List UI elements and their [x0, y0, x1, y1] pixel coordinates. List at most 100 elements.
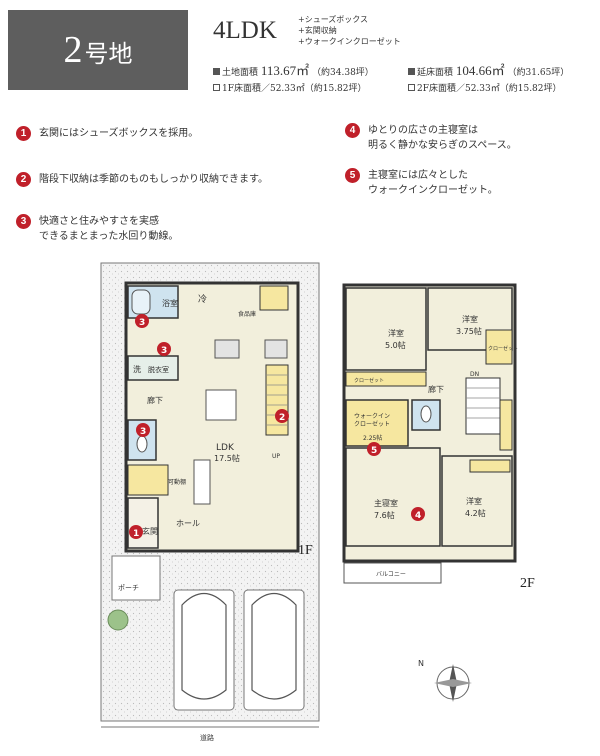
point-2: 2 階段下収納は季節のものもしっかり収納できます。	[16, 172, 268, 187]
feature-item: +ウォークインクローゼット	[298, 37, 401, 46]
dining-table	[205, 389, 237, 421]
land-area-label: 土地面積	[222, 68, 259, 78]
ldk-label: LDK	[216, 443, 235, 453]
floor-area-value: 104.66㎡	[455, 63, 505, 78]
point-text: ゆとりの広さの主寝室は 明るく静かな安らぎのスペース。	[368, 125, 517, 151]
floor-area-label: 延床面積	[417, 68, 454, 78]
entrance-label: 玄関	[142, 526, 158, 536]
point-5: 5 主寝室には広々とした ウォークインクローゼット。	[345, 168, 498, 198]
entrance-hall-label: ホール	[176, 519, 200, 528]
land-area: 土地面積 113.67㎡ （約34.38坪）	[213, 60, 374, 79]
western-room-1	[345, 287, 427, 371]
marker-icon: 4	[345, 123, 360, 138]
wash-label: 洗	[133, 364, 141, 374]
ldk-size-label: 17.5帖	[214, 453, 240, 463]
toilet-icon	[420, 405, 432, 423]
closet-2	[485, 329, 513, 365]
compass-north: N	[418, 659, 424, 668]
square-bullet-icon	[213, 68, 220, 75]
floor2-label: 2F	[520, 576, 535, 591]
sofa	[193, 459, 211, 505]
plan-type: 4LDK	[213, 17, 277, 44]
marker-3-toilet	[136, 423, 150, 437]
western2-label: 洋室	[462, 314, 478, 324]
square-outline-icon	[213, 84, 220, 91]
marker-number: 3	[139, 318, 145, 328]
wash-room	[127, 355, 179, 381]
road-label: 道路	[200, 733, 214, 742]
feature-item: +玄関収納	[298, 26, 337, 35]
tree-icon	[107, 609, 129, 631]
land-area-value: 113.67㎡	[260, 63, 310, 78]
point-text: 快適さと住みやすさを実感 できるまとまった水回り動線。	[39, 216, 179, 242]
marker-3-bath	[135, 314, 149, 328]
closet-3	[469, 459, 511, 473]
marker-number: 1	[133, 529, 139, 539]
lot-number-badge: 2 号地	[8, 10, 188, 90]
wic-size: 2.25帖	[363, 434, 382, 442]
western1-size: 5.0帖	[385, 340, 406, 350]
kitchen-sink	[264, 339, 288, 359]
toilet-icon	[136, 435, 148, 453]
balcony-label: バルコニー	[376, 571, 406, 578]
wic-label: ウォークインクローゼット	[354, 412, 390, 428]
feature-item: +シューズボックス	[298, 15, 369, 24]
stairs-lines	[466, 387, 500, 419]
stairs-2f	[465, 377, 501, 435]
marker-number: 5	[371, 446, 377, 456]
closet-1	[345, 371, 427, 387]
marker-5-wic	[367, 442, 381, 456]
point-text: 主寝室には広々とした ウォークインクローゼット。	[368, 170, 498, 196]
pantry	[259, 285, 289, 311]
balcony	[343, 562, 442, 584]
bathtub	[131, 289, 151, 315]
marker-1-entrance	[129, 525, 143, 539]
point-text: 玄関にはシューズボックスを採用。	[39, 128, 199, 139]
compass-icon: N	[418, 659, 472, 702]
second-floor-area: 2F床面積／52.33㎡（約15.82坪）	[408, 81, 562, 94]
entrance-storage	[127, 464, 169, 496]
floor1-label: 1F	[298, 543, 313, 558]
western1-label: 洋室	[388, 328, 404, 338]
marker-number: 3	[161, 346, 167, 356]
walk-in-closet	[345, 399, 409, 447]
point-4: 4 ゆとりの広さの主寝室は 明るく静かな安らぎのスペース。	[345, 123, 517, 153]
master-label: 主寝室	[374, 498, 398, 508]
stairs-storage	[265, 364, 289, 436]
marker-icon: 5	[345, 168, 360, 183]
porch-label: ポーチ	[118, 584, 139, 592]
marker-4-master	[411, 507, 425, 521]
stairs-dn-label: DN	[470, 371, 479, 378]
marker-number: 4	[415, 511, 421, 521]
car-icon	[251, 592, 297, 700]
master-bedroom	[345, 447, 441, 547]
dressing-label: 脱衣室	[148, 365, 169, 374]
hall2-label: 廊下	[428, 384, 444, 394]
square-outline-icon	[408, 84, 415, 91]
square-bullet-icon	[408, 68, 415, 75]
western3-size: 4.2帖	[465, 508, 486, 518]
marker-number: 3	[140, 427, 146, 437]
bath-label: 浴室	[162, 298, 178, 308]
western2-size: 3.75帖	[456, 326, 482, 336]
car-icon	[181, 592, 227, 700]
floor1-markers: 3 3 3 2 1	[129, 314, 289, 539]
point-text: 階段下収納は季節のものもしっかり収納できます。	[39, 174, 268, 185]
marker-3-wash	[157, 342, 171, 356]
floor-area-tsubo: （約31.65坪）	[507, 68, 570, 78]
closet-label: クローゼット	[488, 345, 518, 352]
marker-icon: 1	[16, 126, 31, 141]
fridge-label: 冷	[198, 293, 207, 305]
point-3: 3 快適さと住みやすさを実感 できるまとまった水回り動線。	[16, 214, 178, 244]
entrance-room	[127, 497, 159, 549]
western3-label: 洋室	[466, 496, 482, 506]
kitchen-counter	[214, 339, 240, 359]
hall-label: 廊下	[147, 395, 163, 405]
land-area-tsubo: （約34.38坪）	[312, 68, 374, 78]
lot-suffix: 号地	[84, 40, 133, 68]
shelf-2f	[499, 399, 513, 451]
pantry-label: 食品庫	[238, 310, 256, 318]
porch	[111, 555, 161, 601]
marker-number: 2	[279, 413, 285, 423]
